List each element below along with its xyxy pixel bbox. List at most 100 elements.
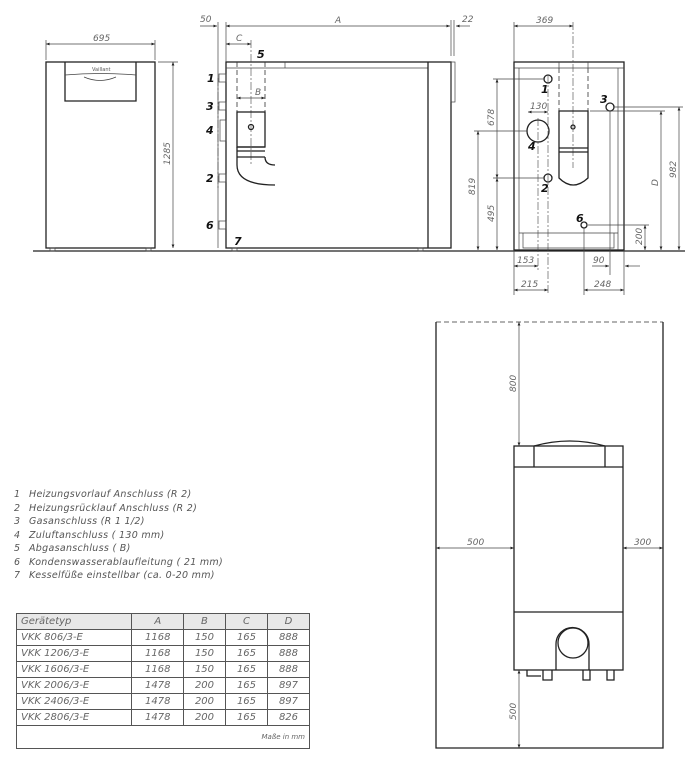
dim-248: 248 <box>594 280 611 290</box>
clearance-left: 500 <box>467 538 484 548</box>
connection-label: 5 <box>257 48 265 61</box>
dim-369: 369 <box>536 16 553 26</box>
connection-label: 1 <box>541 83 549 96</box>
header-cell: Gerätetyp <box>15 613 133 630</box>
table-cell: 165 <box>224 645 268 662</box>
dim-200: 200 <box>635 228 645 245</box>
table-cell: 888 <box>266 645 311 662</box>
connection-label: 6 <box>576 212 584 225</box>
table-cell: 200 <box>182 677 226 694</box>
brand-logo: Vaillant <box>92 67 110 73</box>
header-cell: A <box>131 613 184 630</box>
table-cell: 165 <box>224 677 268 694</box>
table-cell: 165 <box>224 661 268 678</box>
clearance-top: 800 <box>509 375 519 392</box>
header-cell: C <box>224 613 268 630</box>
table-cell: 897 <box>266 693 311 710</box>
table-cell: 1168 <box>131 645 184 662</box>
dim-90: 90 <box>593 256 605 266</box>
table-cell: VKK 2806/3-E <box>15 709 133 726</box>
connection-label: 1 <box>207 72 215 85</box>
table-cell: 1478 <box>131 677 184 694</box>
table-cell: 1 <box>14 489 21 500</box>
table-cell: Kondenswasserablaufleitung ( 21 mm) <box>29 556 223 568</box>
dim-130: 130 <box>530 102 547 112</box>
dim-c: C <box>236 34 243 44</box>
header-cell: D <box>266 613 311 630</box>
connection-label: 3 <box>206 100 214 113</box>
dim-height: 1285 <box>163 142 173 165</box>
dim-a: A <box>334 16 341 26</box>
legend-item: 7 Kesselfüße einstellbar (ca. 0-20 mm) <box>14 569 223 583</box>
table-footer: Maße in mm <box>16 725 310 749</box>
connection-label: 7 <box>234 235 242 248</box>
connection-label: 6 <box>206 219 214 232</box>
table-cell: 7 <box>14 570 21 581</box>
table-cell: VKK 1606/3-E <box>15 661 133 678</box>
connection-label: 4 <box>205 124 214 137</box>
table-cell: VKK 2006/3-E <box>15 677 133 694</box>
table-cell: 897 <box>266 677 311 694</box>
table-cell: 888 <box>266 629 311 646</box>
table-cell: 4 <box>14 529 21 541</box>
dim-153: 153 <box>517 256 534 266</box>
legend-item: 4 Zuluftanschluss ( 130 mm) <box>14 529 223 543</box>
table-cell: Zuluftanschluss ( 130 mm) <box>29 529 165 541</box>
table-cell: VKK 1206/3-E <box>15 645 133 662</box>
table-cell: 165 <box>224 693 268 710</box>
dim-678: 678 <box>487 109 497 126</box>
table-cell: 6 <box>14 556 21 568</box>
table-cell: 3 <box>14 516 21 527</box>
table-cell: 150 <box>182 629 226 646</box>
header-cell: B <box>182 613 226 630</box>
dim-b: B <box>255 88 261 98</box>
table-cell: 1168 <box>131 661 184 678</box>
table-cell: 888 <box>266 661 311 678</box>
dim-819: 819 <box>468 178 478 195</box>
legend-item: 6 Kondenswasserablaufleitung ( 21 mm) <box>14 556 223 570</box>
connection-label: 4 <box>527 140 536 153</box>
legend-item: 1 Heizungsvorlauf Anschluss (R 2) <box>14 488 223 502</box>
dim-d: D <box>651 179 661 186</box>
table-cell: 1168 <box>131 629 184 646</box>
table-cell: 1478 <box>131 709 184 726</box>
legend-item: 3 Gasanschluss (R 1 1/2) <box>14 515 223 529</box>
table-cell: Gasanschluss (R 1 1/2) <box>29 516 145 527</box>
table-cell: 165 <box>224 709 268 726</box>
dim-50: 50 <box>200 15 212 25</box>
side-view: A 50 22 C B 1 3 4 2 6 7 5 <box>200 15 474 252</box>
dim-495: 495 <box>487 205 497 222</box>
units-note: Maße in mm <box>16 725 310 749</box>
clearance-right: 300 <box>634 538 651 548</box>
table-cell: 2 <box>14 502 21 514</box>
table-cell: VKK 2406/3-E <box>15 693 133 710</box>
table-cell: 150 <box>182 661 226 678</box>
connection-label: 3 <box>600 93 608 106</box>
table-cell: 5 <box>14 543 21 554</box>
table-cell: VKK 806/3-E <box>15 629 133 646</box>
dim-215: 215 <box>521 280 538 290</box>
dim-982: 982 <box>669 161 679 178</box>
connection-label: 2 <box>206 172 214 185</box>
plan-view: 800 500 300 500 <box>435 321 664 749</box>
table-cell: 200 <box>182 709 226 726</box>
table-cell: Kesselfüße einstellbar (ca. 0-20 mm) <box>29 570 215 581</box>
table-cell: 826 <box>266 709 311 726</box>
table-cell: Heizungsvorlauf Anschluss (R 2) <box>29 489 192 500</box>
clearance-front: 500 <box>509 703 519 720</box>
table-cell: 200 <box>182 693 226 710</box>
dim-width: 695 <box>93 34 110 44</box>
table-cell: 1478 <box>131 693 184 710</box>
